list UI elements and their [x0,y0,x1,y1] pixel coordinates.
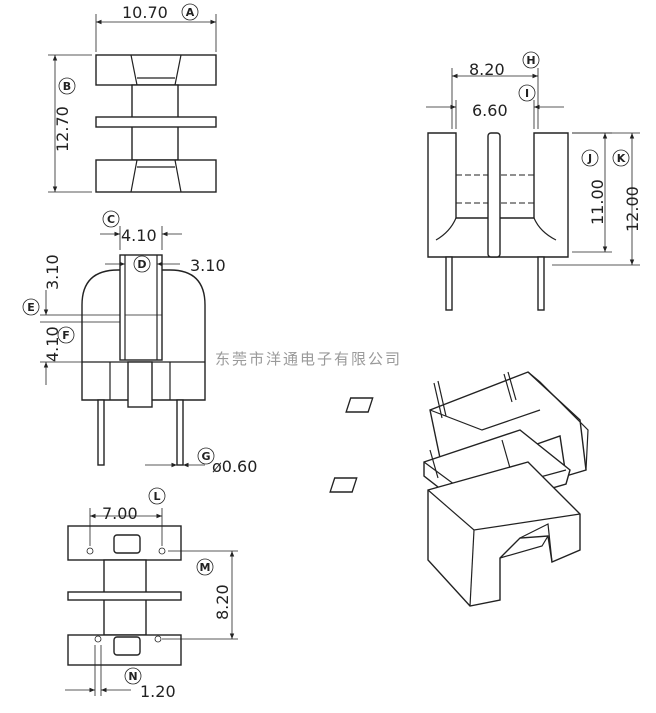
dim-j-value: 11.00 [588,179,607,225]
top-view: 10.70 A 12.70 B [48,3,217,193]
side-view: 8.20 H 6.60 I 11.00 J 12.00 K [426,51,642,311]
balloon-d: D [137,258,146,271]
balloon-a: A [186,6,195,19]
dim-h-value: 8.20 [469,60,505,79]
balloon-m: M [200,561,211,574]
dim-e-value: 3.10 [43,254,62,290]
dim-i-value: 6.60 [472,101,508,120]
dim-k-value: 12.00 [623,186,642,232]
dim-n-value: 1.20 [140,682,176,701]
balloon-h: H [526,54,535,67]
balloon-c: C [107,213,115,226]
isometric-view [329,371,589,607]
balloon-k: K [617,152,626,165]
balloon-b: B [63,80,71,93]
balloon-g: G [201,450,210,463]
balloon-j: J [587,152,592,165]
dim-m-value: 8.20 [213,584,232,620]
dim-g-value: ø0.60 [212,457,257,476]
balloon-f: F [62,329,70,342]
balloon-e: E [27,301,35,314]
dim-l-value: 7.00 [102,504,138,523]
balloon-n: N [128,670,137,683]
watermark-text: 东莞市洋通电子有限公司 [215,350,402,368]
balloon-i: I [525,87,529,100]
balloon-l: L [153,490,160,503]
dim-c-value: 4.10 [121,226,157,245]
dim-f-value: 4.10 [43,326,62,362]
dim-a-value: 10.70 [122,3,168,22]
bottom-view: 7.00 L 8.20 M 1.20 N [65,487,238,701]
front-view: 4.10 C 3.10 D 3.10 E 4.10 F ø0.60 G [22,210,257,476]
dim-d-value: 3.10 [190,256,226,275]
dim-b-value: 12.70 [53,106,72,152]
